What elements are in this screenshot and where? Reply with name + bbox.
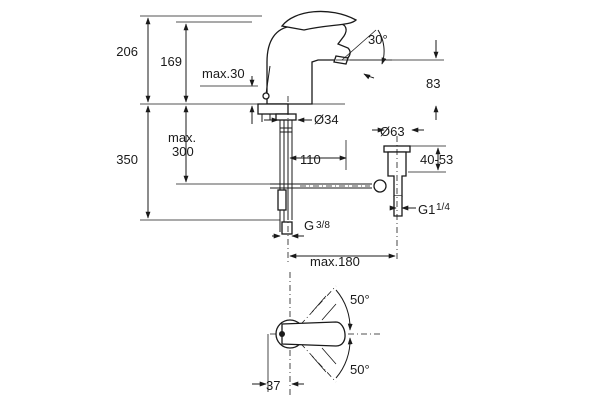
dim-lever-angle-top: 50°: [350, 292, 370, 307]
dim-spout-angle: 30°: [368, 32, 388, 47]
dim-overall-height: 206: [116, 44, 138, 59]
lever-handle: [280, 10, 358, 31]
dim-max-reach: max.180: [310, 254, 360, 269]
dim-tap-max-thickness: max.30: [202, 66, 245, 81]
dim-spout-height: 169: [160, 54, 182, 69]
dim-waste-range: 40-53: [420, 152, 453, 167]
dim-waste-thread: G1: [418, 202, 435, 217]
dim-waste-thread-frac: 1/4: [436, 202, 450, 213]
top-view: [252, 272, 380, 398]
dim-max-label: max.: [168, 130, 196, 145]
dim-connection-thread-frac: 3/8: [316, 220, 330, 231]
tap-body: [266, 23, 351, 105]
top-view-lever: [281, 321, 346, 347]
dim-max-value: 300: [172, 144, 194, 159]
side-view: [140, 10, 446, 262]
dim-spout-reach-height: 83: [426, 76, 440, 91]
dim-below-deck: 350: [116, 152, 138, 167]
dim-lever-offset: 37: [266, 378, 280, 393]
dim-hole-diameter: Ø34: [314, 112, 339, 127]
dim-lever-angle-bottom: 50°: [350, 362, 370, 377]
dim-spout-projection: 110: [300, 152, 321, 167]
dim-waste-diameter: Ø63: [380, 124, 405, 139]
dim-connection-thread: G: [304, 218, 314, 233]
